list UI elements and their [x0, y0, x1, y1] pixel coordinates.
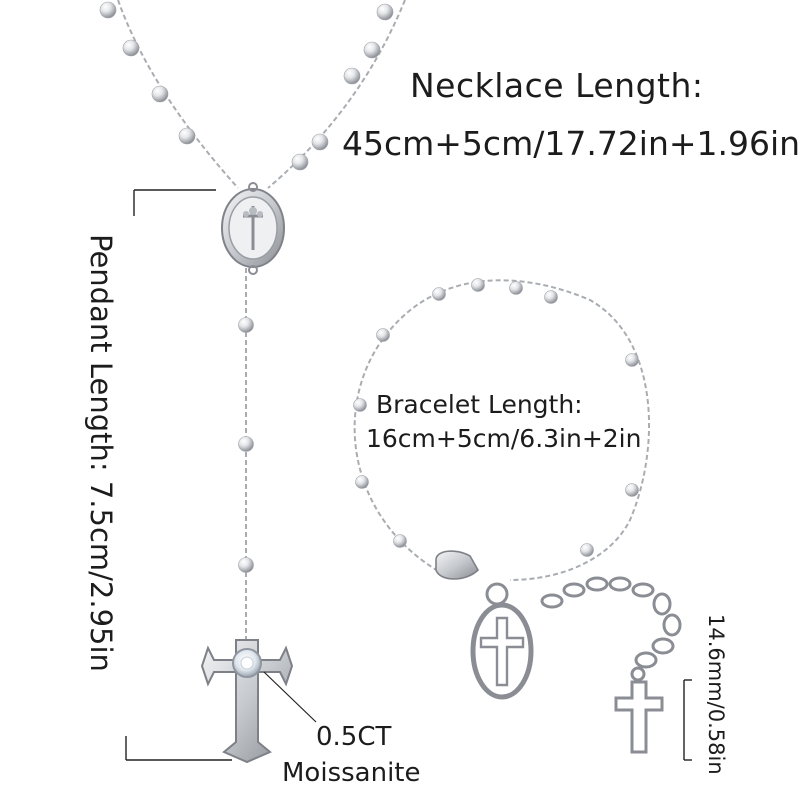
- necklace-beads: [99, 1, 394, 573]
- cross-dimension-line: [683, 679, 692, 761]
- bracelet-beads: [353, 278, 639, 557]
- bracelet-clasp: [435, 550, 479, 580]
- necklace-chain: [117, 0, 406, 640]
- necklace-length-title: Necklace Length:: [410, 66, 704, 105]
- bracelet-cross-charm: [614, 680, 664, 754]
- pendant-dimension-lines: [125, 189, 232, 761]
- bracelet-length-title: Bracelet Length:: [376, 390, 583, 419]
- bracelet-length-value: 16cm+5cm/6.3in+2in: [366, 424, 642, 453]
- necklace-medal: [221, 182, 285, 275]
- bracelet-chain: [353, 279, 651, 581]
- necklace-cross: [200, 639, 294, 764]
- bracelet-oval-charm: [470, 582, 534, 700]
- bracelet-extender-chain: [540, 576, 682, 682]
- stone-name-label: Moissanite: [282, 758, 421, 788]
- cross-size-label: 14.6mm/0.58in: [704, 614, 728, 775]
- necklace-length-value: 45cm+5cm/17.72in+1.96in: [342, 124, 800, 163]
- stone-carat-label: 0.5CT: [316, 722, 392, 752]
- stone-callout-line: [263, 671, 317, 723]
- pendant-length-label: Pendant Length: 7.5cm/2.95in: [84, 234, 118, 672]
